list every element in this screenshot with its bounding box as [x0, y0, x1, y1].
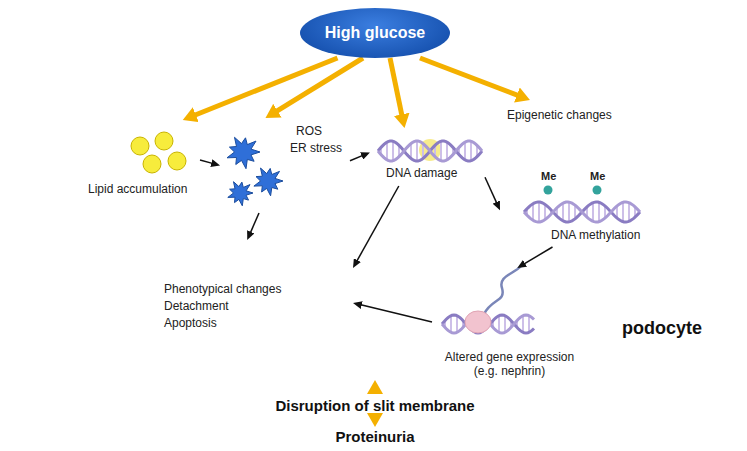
dna-damage-group-label: DNA damage: [386, 166, 457, 180]
lipid-droplet: [168, 152, 186, 170]
process-arrow: [523, 247, 552, 264]
gene-expression-group-label: Altered gene expression (e.g. nephrin): [437, 350, 582, 379]
dna-rung: [532, 204, 534, 221]
dna-rung: [504, 316, 506, 333]
ros-star: [254, 168, 283, 196]
outcome-text-label: Proteinuria: [335, 428, 414, 446]
dna-strand: [378, 141, 482, 161]
methyl-dot: [593, 186, 602, 195]
dna-rung: [598, 202, 600, 221]
dna-rung: [498, 316, 500, 333]
lipid-group-label: Lipid accumulation: [88, 182, 187, 196]
dna-rung: [416, 141, 418, 161]
process-arrow: [200, 160, 213, 164]
dna-rung: [450, 316, 452, 333]
dna-strand: [524, 202, 640, 222]
dna-rung: [470, 141, 472, 160]
dna-rung: [464, 142, 466, 160]
pathway-arrow: [272, 58, 363, 114]
outcome-text: Disruption of slit membrane: [271, 396, 479, 416]
pathway-arrow: [420, 58, 523, 97]
outcome-text: Proteinuria: [331, 427, 419, 447]
dna-rung: [568, 202, 570, 222]
rna-strand: [484, 266, 521, 314]
dna-rung: [446, 142, 448, 160]
outcome-starburst: Phenotypical changesDetachmentApoptosis: [118, 240, 353, 380]
polymerase-blob: [465, 311, 491, 333]
dna-rung: [392, 141, 394, 160]
dna-rung: [622, 202, 624, 221]
dna-strand: [378, 141, 482, 161]
dna-strand: [524, 202, 640, 222]
methyl-dot: [544, 186, 553, 195]
pathway-arrow: [373, 416, 378, 419]
starburst-outline: [118, 240, 353, 380]
ros-star: [228, 182, 253, 206]
process-arrow: [350, 155, 364, 161]
dna-rung: [456, 316, 458, 333]
podocyte-outline: [15, 45, 737, 393]
process-arrow: [250, 213, 259, 234]
epigenetic-group: Epigenetic changesMe MeDNA methylation: [500, 100, 650, 247]
process-arrow: [360, 305, 432, 322]
dna-rung: [562, 203, 564, 221]
dna-rung: [440, 141, 442, 160]
lipid-droplet: [131, 137, 149, 155]
ros-star: [227, 137, 260, 168]
epigenetic-group-label: Me: [541, 170, 556, 183]
lipid-group: Lipid accumulation: [85, 120, 200, 200]
epigenetic-group-label: DNA methylation: [551, 228, 640, 242]
dna-rung: [522, 316, 524, 333]
dna-rung: [386, 142, 388, 160]
process-arrow: [485, 177, 497, 204]
dna-damage-group: DNA damage: [370, 128, 485, 186]
lipid-droplet: [143, 155, 161, 173]
dna-rung: [528, 316, 530, 333]
pathway-arrow: [390, 58, 403, 120]
podocyte-cell: podocyte Lipid accumulation ROS ER stressDN…: [15, 45, 737, 393]
stress-group-label: ROS: [296, 124, 322, 138]
dna-rung: [592, 203, 594, 222]
stimulus-ellipse: High glucose: [300, 8, 450, 58]
starburst-shape: [113, 240, 347, 380]
podocyte-body: [17, 48, 737, 393]
outcome-starburst-label: Apoptosis: [164, 316, 217, 330]
outcome-starburst-label: Detachment: [164, 299, 229, 313]
outcome-starburst-label: Phenotypical changes: [164, 282, 281, 296]
process-arrow: [356, 186, 398, 262]
pathway-arrow: [373, 388, 378, 393]
epigenetic-group-label: Epigenetic changes: [507, 108, 612, 122]
stress-group-label: ER stress: [290, 141, 342, 155]
stimulus-ellipse-label: High glucose: [325, 23, 425, 42]
gene-expression-group: Altered gene expression (e.g. nephrin): [432, 268, 587, 388]
dna-rung: [628, 203, 630, 222]
stress-group: ROS ER stress: [220, 118, 350, 213]
dna-rung: [538, 202, 540, 222]
epigenetic-group-label: Me: [590, 170, 605, 183]
podocyte-cell-label: podocyte: [622, 318, 702, 340]
lipid-droplet: [155, 132, 173, 150]
outcome-text-label: Disruption of slit membrane: [275, 397, 474, 415]
